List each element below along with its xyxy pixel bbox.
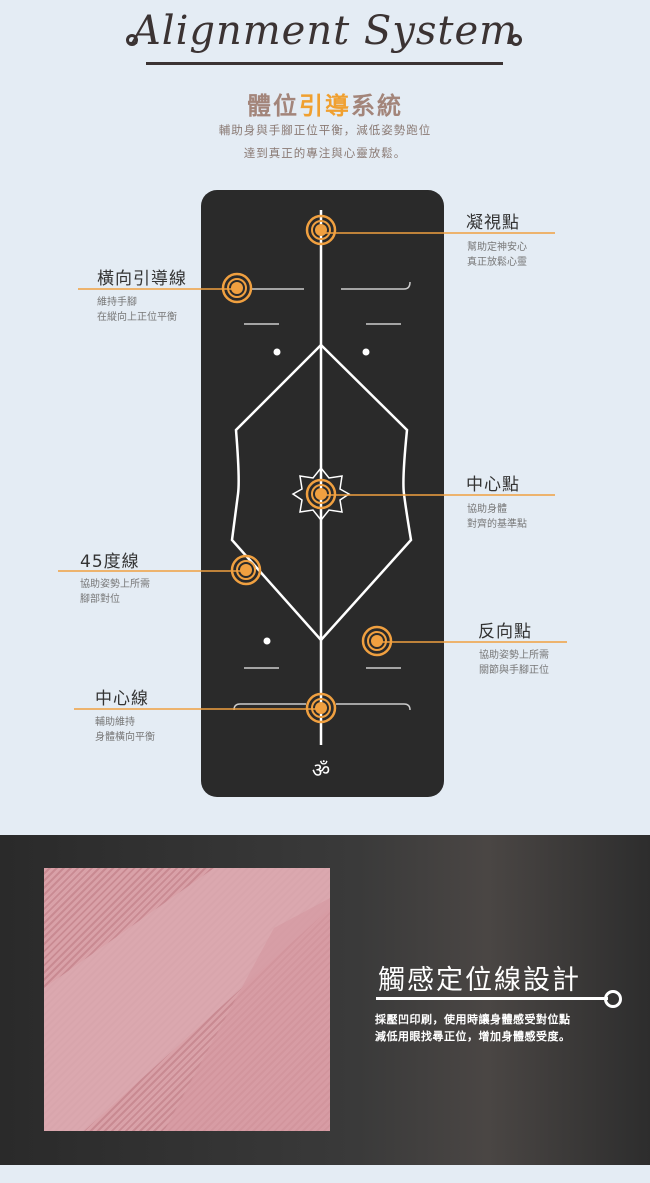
callout-title: 反向點 — [478, 622, 532, 642]
note-line: 對齊的基準點 — [467, 519, 527, 530]
title-highlight: 引導 — [299, 92, 351, 120]
callout-title: 凝視點 — [466, 213, 520, 233]
callout-note: 維持手腳在縱向上正位平衡 — [97, 295, 177, 325]
title-part: 體位 — [247, 92, 299, 120]
om-symbol-icon: ॐ — [312, 758, 330, 782]
section-desc: 輔助身與手腳正位平衡，減低姿勢跑位 — [218, 123, 432, 137]
callout-note: 協助姿勢上所需關節與手腳正位 — [479, 648, 549, 678]
ring-icon — [604, 990, 622, 1008]
page-title: Alignment System — [131, 8, 519, 54]
note-line: 維持手腳 — [97, 297, 137, 308]
callout-title: 中心線 — [95, 689, 149, 709]
callout-note: 協助身體對齊的基準點 — [467, 502, 527, 532]
callout-title: 中心點 — [466, 475, 520, 495]
note-line: 幫助定神安心 — [467, 242, 527, 253]
note-line: 真正放鬆心靈 — [467, 257, 527, 268]
section-title: 體位引導系統 — [0, 86, 650, 121]
note-line: 協助身體 — [467, 504, 507, 515]
texture-pattern — [44, 868, 330, 1131]
title-part: 系統 — [351, 92, 403, 120]
mat-texture-photo — [44, 868, 330, 1131]
note-line: 協助姿勢上所需 — [479, 650, 549, 661]
mandala-icon — [291, 466, 351, 522]
section-desc: 達到真正的專注與心靈放鬆。 — [243, 146, 407, 160]
callout-title: 45度線 — [80, 552, 140, 572]
feature-title: 觸感定位線設計 — [378, 965, 581, 996]
mat-guide-lines — [230, 210, 413, 745]
alignment-point-markers — [221, 214, 393, 724]
feature-underline — [376, 997, 608, 1000]
note-line: 關節與手腳正位 — [479, 665, 549, 676]
callout-title: 橫向引導線 — [97, 269, 187, 289]
decorative-dot-left — [126, 34, 138, 46]
yoga-mat-diagram: ॐ — [58, 190, 567, 797]
bottom-strip — [0, 1165, 650, 1183]
note-line: 協助姿勢上所需 — [80, 579, 150, 590]
note-line: 身體橫向平衡 — [95, 732, 155, 743]
callout-note: 協助姿勢上所需腳部對位 — [80, 577, 150, 607]
callout-note: 輔助維持身體橫向平衡 — [95, 715, 155, 745]
feature-desc: 減低用眼找尋正位，增加身體感受度。 — [375, 1030, 571, 1043]
note-line: 腳部對位 — [80, 594, 120, 605]
title-underline — [146, 62, 503, 65]
callout-leaders — [58, 232, 567, 710]
feature-desc: 採壓凹印刷，使用時讓身體感受對位點 — [375, 1013, 571, 1026]
note-line: 輔助維持 — [95, 717, 135, 728]
callout-note: 幫助定神安心真正放鬆心靈 — [467, 240, 527, 270]
decorative-dot-right — [510, 34, 522, 46]
note-line: 在縱向上正位平衡 — [97, 312, 177, 323]
